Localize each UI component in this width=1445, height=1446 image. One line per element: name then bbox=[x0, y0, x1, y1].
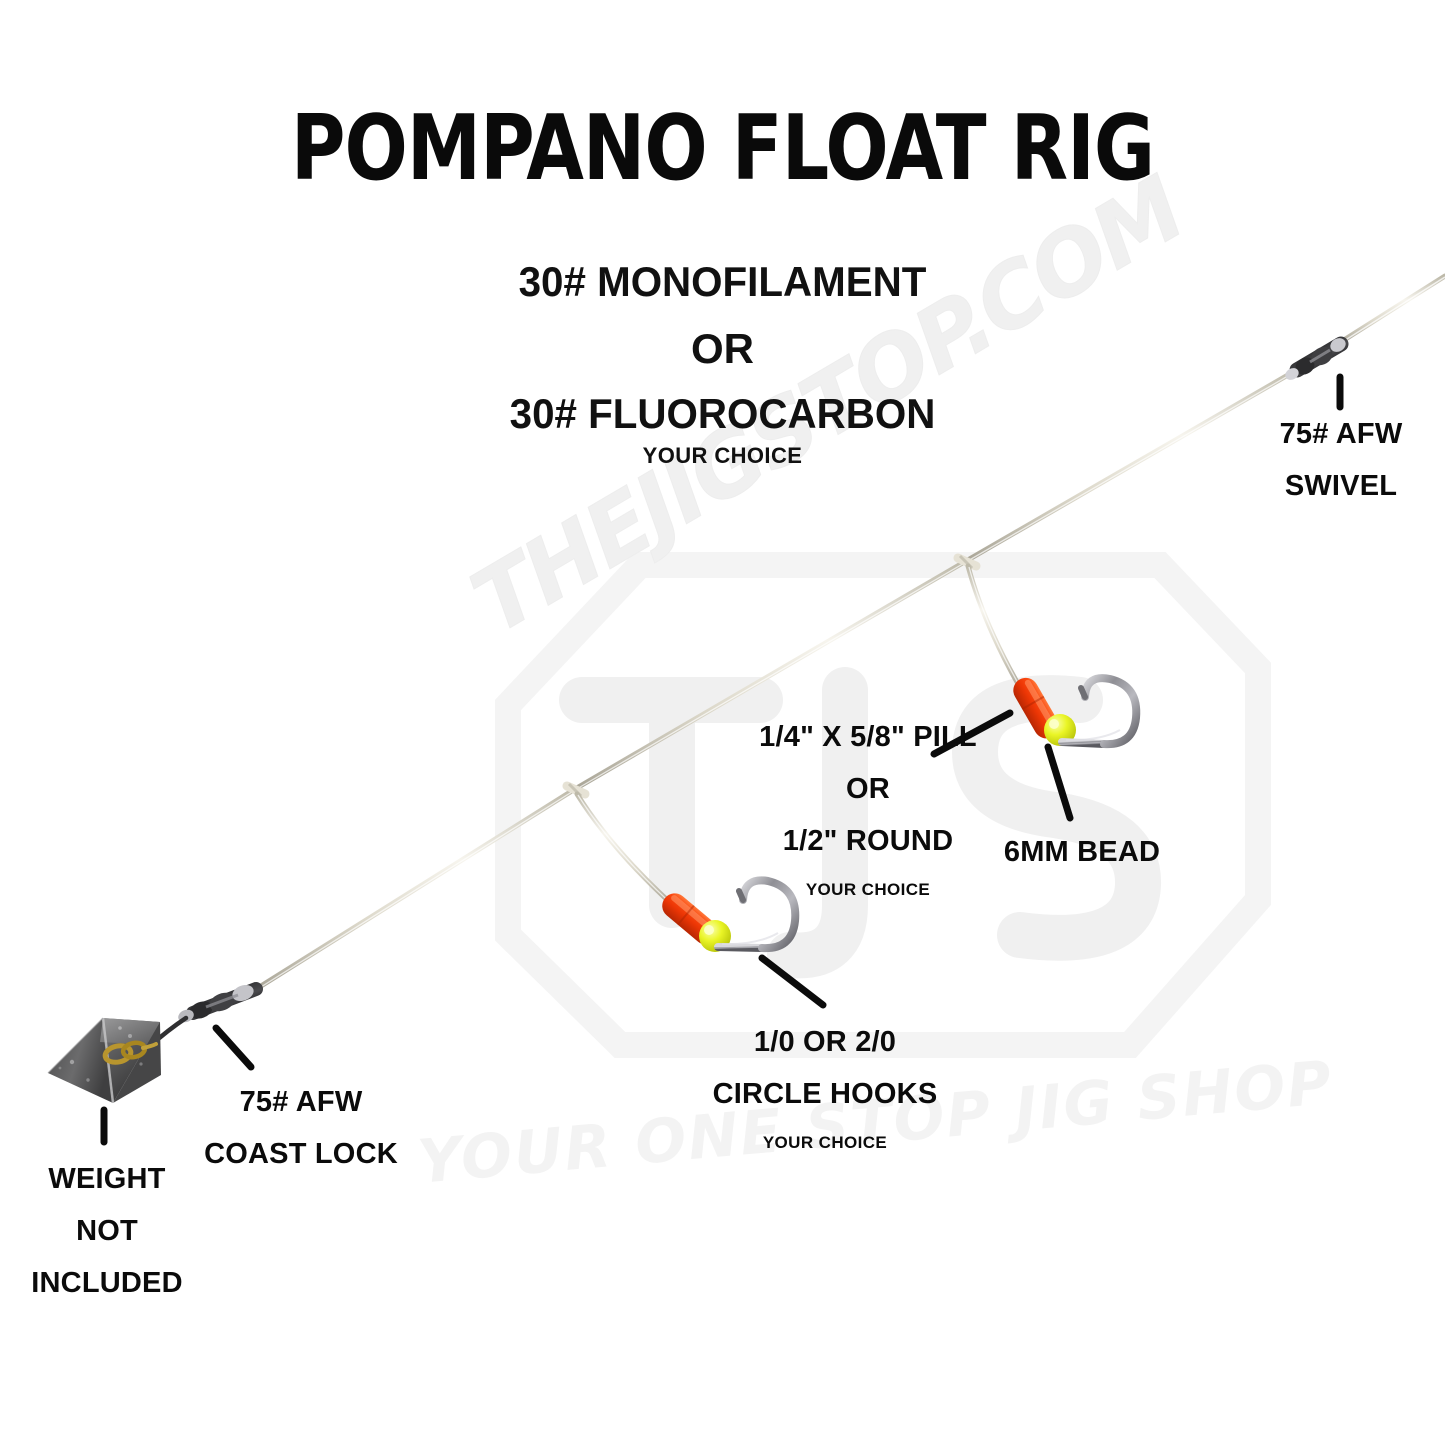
line-option-fluoro: 30# FLUOROCARBON bbox=[509, 390, 936, 437]
swivel-hardware bbox=[1285, 336, 1349, 380]
pyramid-sinker bbox=[47, 1017, 161, 1104]
pointer-bead bbox=[1044, 743, 1074, 822]
upper-circle-hook bbox=[1058, 674, 1141, 749]
callout-coast-lock: 75# AFW COAST LOCK bbox=[176, 1068, 426, 1190]
callout-weight: WEIGHT NOT INCLUDED bbox=[12, 1145, 202, 1319]
callout-hooks-note: YOUR CHOICE bbox=[762, 1132, 888, 1152]
callout-float-line2: OR bbox=[846, 773, 890, 806]
callout-pointer-lines bbox=[100, 373, 1344, 1146]
lower-circle-hook bbox=[714, 876, 800, 953]
callout-bead-line1: 6MM BEAD bbox=[1003, 836, 1161, 869]
callout-swivel-line1: 75# AFW bbox=[1279, 418, 1403, 451]
line-option-note: YOUR CHOICE bbox=[642, 443, 803, 468]
callout-coast-lock-line1: 75# AFW bbox=[239, 1086, 363, 1119]
callout-weight-line2: NOT bbox=[76, 1215, 138, 1248]
callout-float-line1: 1/4" X 5/8" PILL bbox=[759, 721, 977, 754]
callout-hooks-line1: 1/0 OR 2/0 bbox=[753, 1026, 897, 1059]
pointer-coast-lock bbox=[212, 1024, 255, 1071]
upper-bead bbox=[1044, 714, 1076, 746]
callout-bead: 6MM BEAD bbox=[962, 818, 1202, 888]
line-option-mono: 30# MONOFILAMENT bbox=[518, 258, 927, 305]
pointer-hooks bbox=[758, 954, 827, 1009]
page-title: POMPANO FLOAT RIG bbox=[290, 96, 1155, 201]
callout-swivel: 75# AFW SWIVEL bbox=[1246, 400, 1436, 522]
line-option-separator: OR bbox=[691, 325, 754, 372]
pointer-float bbox=[930, 709, 1014, 758]
main-leader-line bbox=[250, 273, 1445, 994]
callout-swivel-line2: SWIVEL bbox=[1284, 470, 1398, 503]
callout-coast-lock-line2: COAST LOCK bbox=[204, 1138, 398, 1171]
upper-dropper-assembly bbox=[953, 553, 1141, 749]
callout-float-line3: 1/2" ROUND bbox=[782, 824, 954, 857]
callout-hooks: 1/0 OR 2/0 CIRCLE HOOKS YOUR CHOICE bbox=[700, 1008, 950, 1171]
callout-weight-line3: INCLUDED bbox=[31, 1266, 183, 1299]
callout-hooks-line2: CIRCLE HOOKS bbox=[712, 1078, 938, 1111]
lower-dropper-assembly bbox=[562, 781, 800, 953]
callout-float-note: YOUR CHOICE bbox=[805, 879, 931, 899]
callout-weight-line1: WEIGHT bbox=[48, 1163, 166, 1196]
sinker-brass-eye bbox=[102, 1040, 158, 1065]
callout-float: 1/4" X 5/8" PILL OR 1/2" ROUND YOUR CHOI… bbox=[738, 703, 998, 918]
